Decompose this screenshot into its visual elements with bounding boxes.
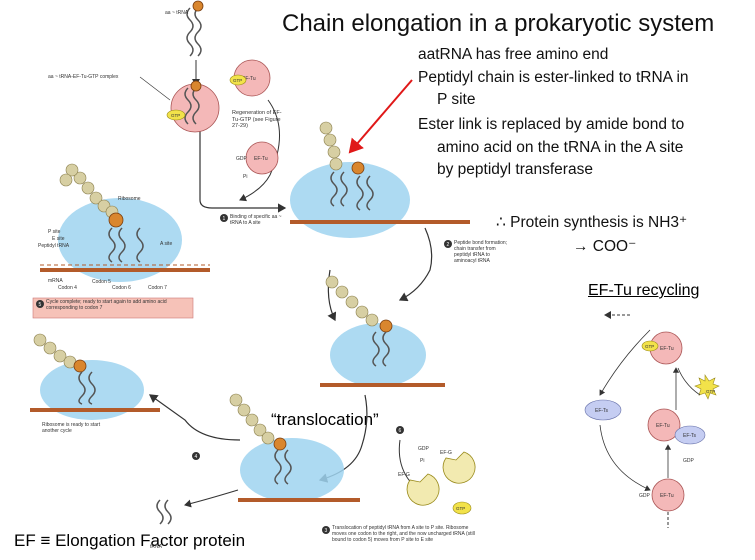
svg-text:EF-G: EF-G bbox=[440, 450, 452, 456]
svg-text:EF-G: EF-G bbox=[398, 472, 410, 478]
arrow-right-down bbox=[398, 227, 433, 302]
peptide-chain-center-top bbox=[319, 121, 343, 171]
slide-title: Chain elongation in a prokaryotic system bbox=[282, 10, 715, 37]
ribosome-left-middle bbox=[30, 360, 160, 420]
svg-text:6: 6 bbox=[399, 428, 402, 434]
arrow-to-left bbox=[149, 394, 241, 441]
svg-text:GDP: GDP bbox=[639, 493, 651, 499]
ef-g-1 bbox=[406, 473, 440, 506]
ribosome-right-middle bbox=[320, 323, 445, 387]
svg-text:1: 1 bbox=[223, 216, 226, 222]
svg-text:GTP: GTP bbox=[645, 344, 654, 349]
note-peptidyl-2: P site bbox=[437, 91, 476, 108]
svg-text:GTP: GTP bbox=[233, 78, 242, 83]
ef-definition: EF ≡ Elongation Factor protein bbox=[14, 531, 246, 550]
svg-text:3: 3 bbox=[325, 528, 328, 534]
arrow-ef-tu-loop bbox=[239, 99, 280, 202]
svg-text:EF-Tu: EF-Tu bbox=[254, 156, 268, 162]
red-pointer-arrow bbox=[348, 79, 413, 154]
arrow-left-down bbox=[327, 269, 337, 322]
svg-text:EF-Tu: EF-Tu bbox=[656, 423, 670, 429]
svg-text:EF-Tu: EF-Tu bbox=[660, 493, 674, 499]
label-ternary-complex: aa ~ tRNA-EF-Tu-GTP complex bbox=[48, 74, 119, 80]
svg-text:EF-Tu: EF-Tu bbox=[660, 346, 674, 352]
step1-text: Binding of specific aa ~ tRNA to A site bbox=[230, 214, 282, 226]
note-aatrna: aatRNA has free amino end bbox=[418, 46, 609, 63]
step3-text: Translocation of peptidyl tRNA from A si… bbox=[332, 525, 475, 543]
svg-text:Pi: Pi bbox=[243, 174, 247, 180]
step4-text: Ribosome is ready to start another cycle bbox=[42, 422, 101, 434]
svg-text:EF-Ts: EF-Ts bbox=[595, 408, 609, 414]
arrow-top-down bbox=[199, 95, 287, 213]
recycle-ef-ts bbox=[584, 399, 622, 421]
conclusion-line1: ∴ Protein synthesis is NH3⁺ bbox=[496, 214, 688, 231]
svg-text:GDP: GDP bbox=[236, 156, 248, 162]
svg-text:mRNA: mRNA bbox=[48, 278, 63, 284]
svg-text:Pi: Pi bbox=[420, 458, 424, 464]
note-ester-2: amino acid on the tRNA in the A site bbox=[437, 139, 684, 156]
ef-g-2 bbox=[442, 451, 476, 484]
ef-tu-gdp bbox=[245, 141, 279, 175]
label-aa-trna: aa ~ tRNA bbox=[165, 10, 189, 16]
arrow-trna-release bbox=[184, 489, 239, 508]
svg-text:GDP: GDP bbox=[418, 446, 430, 452]
peptide-chain-right bbox=[325, 275, 379, 327]
released-trna bbox=[156, 499, 172, 525]
recycle-ef-tu-gdp bbox=[651, 478, 685, 512]
svg-text:A site: A site bbox=[160, 241, 172, 247]
peptide-chain-left-middle bbox=[33, 333, 77, 369]
ribosome-left bbox=[40, 198, 210, 282]
svg-text:Peptidyl tRNA: Peptidyl tRNA bbox=[38, 243, 70, 249]
ribosome-bottom bbox=[238, 438, 360, 502]
svg-text:Codon 4: Codon 4 bbox=[58, 285, 77, 291]
svg-text:GDP: GDP bbox=[683, 458, 695, 464]
ribosome-center-top bbox=[290, 162, 470, 238]
gtp-burst bbox=[694, 374, 720, 400]
svg-text:2: 2 bbox=[447, 242, 450, 248]
svg-text:E site: E site bbox=[52, 236, 65, 242]
svg-text:Codon 7: Codon 7 bbox=[148, 285, 167, 291]
peptide-chain-left bbox=[59, 163, 119, 219]
svg-text:GTP: GTP bbox=[171, 113, 180, 118]
svg-text:Ribosome: Ribosome bbox=[118, 196, 141, 202]
step2-text: Peptide bond formation; chain transfer f… bbox=[454, 240, 508, 264]
svg-text:EF-Ts: EF-Ts bbox=[683, 433, 697, 439]
step5-box bbox=[32, 297, 194, 319]
note-peptidyl-1: Peptidyl chain is ester-linked to tRNA i… bbox=[418, 69, 689, 86]
note-ester-1: Ester link is replaced by amide bond to bbox=[418, 116, 685, 133]
ef-tu-recycling-title: EF-Tu recycling bbox=[588, 282, 700, 299]
svg-text:4: 4 bbox=[195, 454, 198, 460]
svg-text:Codon 6: Codon 6 bbox=[112, 285, 131, 291]
svg-text:tRNA: tRNA bbox=[150, 544, 163, 550]
svg-text:5: 5 bbox=[39, 302, 42, 308]
translocation-label: “translocation” bbox=[271, 410, 379, 429]
note-ester-3: by peptidyl transferase bbox=[437, 161, 593, 178]
svg-text:GTP: GTP bbox=[706, 389, 715, 394]
trna-top bbox=[186, 7, 202, 57]
svg-text:Codon 5: Codon 5 bbox=[92, 279, 111, 285]
label-regeneration: Regeneration of EF-Tu-GTP (see Figure 27… bbox=[232, 110, 282, 129]
step5-text: Cycle complete; ready to start again to … bbox=[46, 299, 167, 311]
svg-text:P site: P site bbox=[48, 229, 61, 235]
conclusion-line2: → COO⁻ bbox=[573, 238, 637, 255]
recycle-ef-tu-ts bbox=[647, 408, 681, 442]
peptide-chain-bottom bbox=[229, 393, 275, 445]
svg-text:GTP: GTP bbox=[456, 506, 465, 511]
svg-text:EF-Tu: EF-Tu bbox=[242, 76, 256, 82]
